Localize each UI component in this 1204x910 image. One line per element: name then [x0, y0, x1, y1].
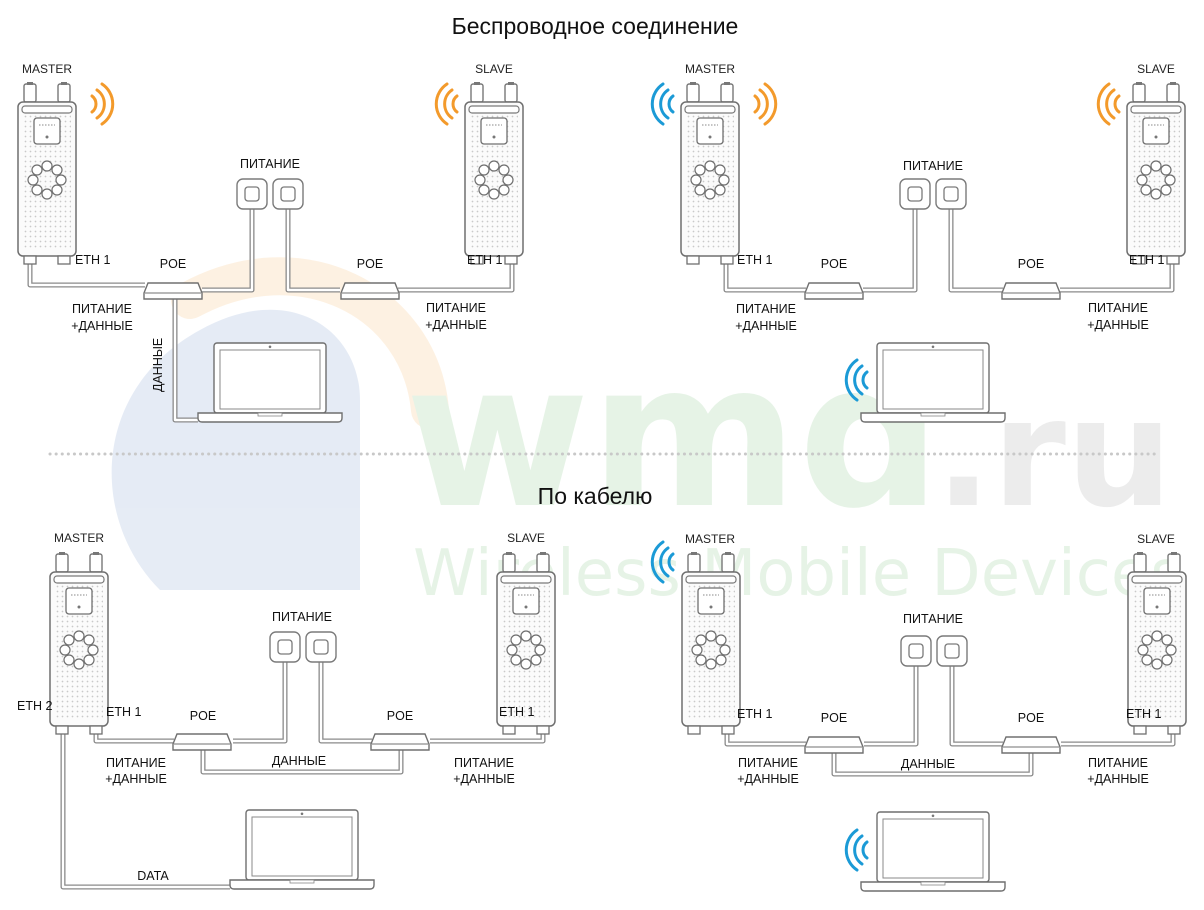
label-poe: POE	[160, 257, 186, 271]
label-power-data: ПИТАНИЕ	[106, 756, 166, 770]
label-power-data: ПИТАНИЕ	[454, 756, 514, 770]
wifi-signal-icon	[90, 82, 115, 126]
label-eth1: ETH 1	[1129, 253, 1164, 267]
router-slave	[1126, 81, 1186, 265]
label-power-data: ПИТАНИЕ	[1088, 301, 1148, 315]
label-slave: SLAVE	[1137, 532, 1175, 546]
label-eth1: ETH 1	[106, 705, 141, 719]
power-outlet-icon	[936, 635, 968, 667]
label-power-data: +ДАННЫЕ	[1087, 772, 1149, 786]
label-poe: POE	[821, 257, 847, 271]
label-power-data: ПИТАНИЕ	[736, 302, 796, 316]
label-power-data: ПИТАНИЕ	[72, 302, 132, 316]
label-eth1: ETH 1	[467, 253, 502, 267]
poe-injector	[340, 282, 400, 300]
wifi-signal-icon	[1096, 82, 1121, 126]
poe-injector	[1001, 282, 1061, 300]
label-power-data: +ДАННЫЕ	[737, 772, 799, 786]
router-master	[17, 81, 77, 265]
label-power-data: +ДАННЫЕ	[1087, 318, 1149, 332]
label-power-data: ПИТАНИЕ	[1088, 756, 1148, 770]
label-data: ДАННЫЕ	[901, 757, 955, 771]
title-wireless: Беспроводное соединение	[452, 13, 739, 39]
label-power-data: +ДАННЫЕ	[425, 318, 487, 332]
laptop-icon	[860, 811, 1006, 892]
label-master: MASTER	[54, 531, 104, 545]
label-master: MASTER	[685, 532, 735, 546]
label-slave: SLAVE	[507, 531, 545, 545]
wifi-signal-icon	[753, 82, 778, 126]
label-power-data: ПИТАНИЕ	[426, 301, 486, 315]
poe-injector	[143, 282, 203, 300]
label-power: ПИТАНИЕ	[272, 610, 332, 624]
label-power: ПИТАНИЕ	[903, 612, 963, 626]
router-master	[680, 81, 740, 265]
watermark-brand: wmd	[405, 320, 941, 553]
label-eth1: ETH 1	[75, 253, 110, 267]
label-eth1: ETH 1	[737, 707, 772, 721]
router-master	[681, 551, 741, 735]
power-outlet-icon	[899, 178, 931, 210]
label-data-en: DATA	[137, 869, 169, 883]
label-power-data: +ДАННЫЕ	[735, 319, 797, 333]
wifi-signal-icon	[434, 82, 459, 126]
label-power: ПИТАНИЕ	[240, 157, 300, 171]
label-master: MASTER	[22, 62, 72, 76]
label-power-data: ПИТАНИЕ	[738, 756, 798, 770]
power-outlet-icon	[272, 178, 304, 210]
poe-injector	[370, 733, 430, 751]
poe-injector	[804, 282, 864, 300]
watermark: wmd .ru Wireless Mobile Devices	[111, 257, 1184, 611]
wifi-signal-icon	[650, 82, 675, 126]
label-poe: POE	[357, 257, 383, 271]
laptop-icon	[197, 342, 343, 423]
poe-injector	[804, 736, 864, 754]
power-outlet-icon	[935, 178, 967, 210]
power-outlet-icon	[269, 631, 301, 663]
router-slave	[464, 81, 524, 265]
label-poe: POE	[1018, 711, 1044, 725]
laptop-icon	[860, 342, 1006, 423]
power-outlet-icon	[900, 635, 932, 667]
label-poe: POE	[821, 711, 847, 725]
poe-injector	[172, 733, 232, 751]
label-data: ДАННЫЕ	[151, 338, 165, 392]
label-poe: POE	[387, 709, 413, 723]
label-slave: SLAVE	[475, 62, 513, 76]
label-slave: SLAVE	[1137, 62, 1175, 76]
title-cable: По кабелю	[538, 483, 653, 509]
label-data: ДАННЫЕ	[272, 754, 326, 768]
poe-injector	[1001, 736, 1061, 754]
label-poe: POE	[190, 709, 216, 723]
label-poe: POE	[1018, 257, 1044, 271]
router-master	[49, 551, 109, 735]
label-eth1: ETH 1	[737, 253, 772, 267]
scheme-wireless-right	[723, 196, 1175, 293]
label-master: MASTER	[685, 62, 735, 76]
label-power-data: +ДАННЫЕ	[453, 772, 515, 786]
label-power-data: +ДАННЫЕ	[105, 772, 167, 786]
laptop-icon	[229, 809, 375, 890]
label-eth1: ETH 1	[1126, 707, 1161, 721]
power-outlet-icon	[236, 178, 268, 210]
label-power: ПИТАНИЕ	[903, 159, 963, 173]
wifi-signal-icon	[844, 828, 869, 872]
power-outlet-icon	[305, 631, 337, 663]
label-eth2: ETH 2	[17, 699, 52, 713]
label-power-data: +ДАННЫЕ	[71, 319, 133, 333]
label-eth1: ETH 1	[499, 705, 534, 719]
